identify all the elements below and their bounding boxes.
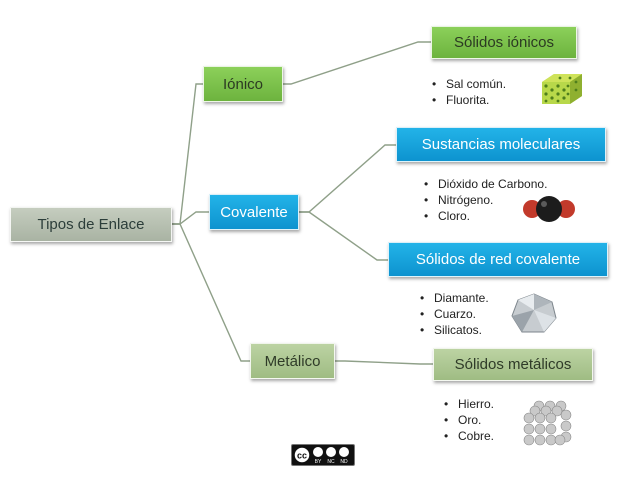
- node-sustancias-moleculares-label: Sustancias moleculares: [421, 136, 581, 153]
- diamond-icon: [511, 293, 557, 333]
- list-item: Nitrógeno.: [424, 192, 547, 208]
- node-metalico-label: Metálico: [264, 352, 321, 370]
- node-solidos-metalicos-label: Sólidos metálicos: [454, 356, 572, 373]
- node-solidos-red-covalente: Sólidos de red covalente: [388, 242, 608, 277]
- list-item: Cloro.: [424, 208, 547, 224]
- node-metalico: Metálico: [250, 343, 335, 379]
- examples-solidos-red-covalente: Diamante. Cuarzo. Silicatos.: [420, 290, 489, 338]
- root-label: Tipos de Enlace: [37, 216, 145, 233]
- list-item: Fluorita.: [432, 92, 506, 108]
- metal-lattice-icon: [523, 400, 572, 446]
- connector-root-ionico: [172, 83, 203, 225]
- creative-commons-by-nc-nd-icon: cc BY NC ND: [291, 444, 355, 466]
- list-item: Diamante.: [420, 290, 489, 306]
- cc-nc-text: NC: [327, 459, 335, 465]
- node-covalente: Covalente: [209, 194, 299, 230]
- node-solidos-ionicos-label: Sólidos iónicos: [453, 34, 555, 51]
- connector-root-covalente: [172, 211, 209, 225]
- node-solidos-metalicos: Sólidos metálicos: [433, 348, 593, 381]
- list-item: Cobre.: [444, 428, 494, 444]
- connector-covalente-red: [299, 211, 388, 261]
- list-item: Dióxido de Carbono.: [424, 176, 547, 192]
- list-item: Sal común.: [432, 76, 506, 92]
- list-item: Oro.: [444, 412, 494, 428]
- node-solidos-red-covalente-label: Sólidos de red covalente: [415, 251, 581, 268]
- list-item: Cuarzo.: [420, 306, 489, 322]
- cc-text: cc: [297, 451, 307, 461]
- examples-sustancias-moleculares: Dióxido de Carbono. Nitrógeno. Cloro.: [424, 176, 547, 224]
- ionic-crystal-icon: [542, 74, 582, 104]
- list-item: Silicatos.: [420, 322, 489, 338]
- node-covalente-label: Covalente: [220, 203, 288, 221]
- co2-molecule-icon: [523, 196, 575, 222]
- examples-solidos-ionicos: Sal común. Fluorita.: [432, 76, 506, 108]
- connector-metalico-solidos: [335, 360, 433, 365]
- node-ionico-label: Iónico: [222, 75, 264, 93]
- cc-nd-text: ND: [340, 459, 348, 465]
- connector-root-metalico: [172, 223, 250, 362]
- node-sustancias-moleculares: Sustancias moleculares: [396, 127, 606, 162]
- examples-solidos-metalicos: Hierro. Oro. Cobre.: [444, 396, 494, 444]
- list-item: Hierro.: [444, 396, 494, 412]
- connector-ionico-solidos: [283, 41, 431, 85]
- cc-by-text: BY: [315, 459, 322, 465]
- root-node: Tipos de Enlace: [10, 207, 172, 242]
- connector-covalente-moleculares: [299, 144, 396, 213]
- node-solidos-ionicos: Sólidos iónicos: [431, 26, 577, 59]
- node-ionico: Iónico: [203, 66, 283, 102]
